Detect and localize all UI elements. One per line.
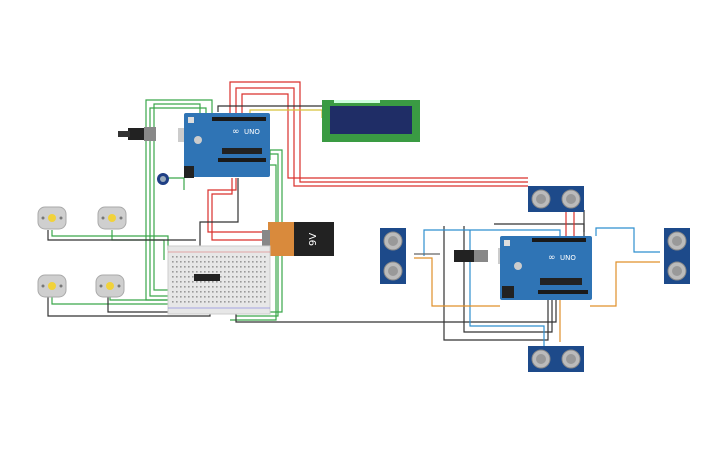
arduino-logo-1: ∞ [232,127,240,137]
wire-black-1 [217,105,322,112]
usb-plug-2 [454,250,476,262]
arduino-label-2: UNO [560,254,576,262]
lcd-screen [330,106,412,134]
usb-plug-1 [128,128,148,140]
dc-motor-3[interactable] [37,274,67,298]
wire-motor-2 [111,230,165,260]
lcd-display[interactable] [322,100,420,142]
wire-red-3 [241,93,528,179]
motor-driver-ic [194,274,220,281]
ultrasonic-sensors [380,186,690,372]
wire-green-1 [153,103,201,291]
wire-motor-black-1 [47,230,196,241]
wire-red-4 [207,178,272,233]
ultrasonic-sensor-bottom[interactable] [528,346,584,372]
breadboard-holes [172,256,266,303]
wire-black-5 [463,226,553,333]
wire-red-1 [229,81,528,183]
wire-blue-2 [469,230,545,346]
wire-black-6 [494,223,585,232]
potentiometer[interactable] [157,173,169,185]
ultrasonic-sensor-top[interactable] [528,186,584,212]
wire-black-4 [443,226,549,341]
wire-green-2 [149,107,207,297]
lcd-pins [334,100,380,103]
wire-black-3 [235,300,557,323]
wire-pot [168,177,185,190]
wire-black-2 [199,178,239,250]
wire-red-5 [211,178,268,241]
dc-motor-2[interactable] [97,206,127,230]
arduino-board-1 [184,113,270,177]
wire-orange-2 [590,261,660,307]
dc-motor-1[interactable] [37,206,67,230]
dc-motors [37,206,127,298]
ultrasonic-sensor-right[interactable] [664,228,690,284]
arduino-uno-1[interactable]: ∞ UNO [118,113,270,178]
ultrasonic-sensor-left[interactable] [380,228,406,284]
arduino-logo-2: ∞ [548,253,556,263]
wire-red-2 [235,87,528,187]
wire-orange-1 [414,257,500,307]
arduino-uno-2[interactable]: ∞ UNO [454,236,592,300]
arduino-label-1: UNO [244,128,260,136]
wire-blue-3 [595,227,660,253]
breadboard[interactable] [167,245,271,315]
wire-blue-1 [423,229,561,256]
wire-motor-1 [51,230,169,250]
battery-label: 9V [308,233,319,246]
dc-motor-4[interactable] [95,274,125,298]
battery-9v[interactable]: 9V [262,222,334,256]
